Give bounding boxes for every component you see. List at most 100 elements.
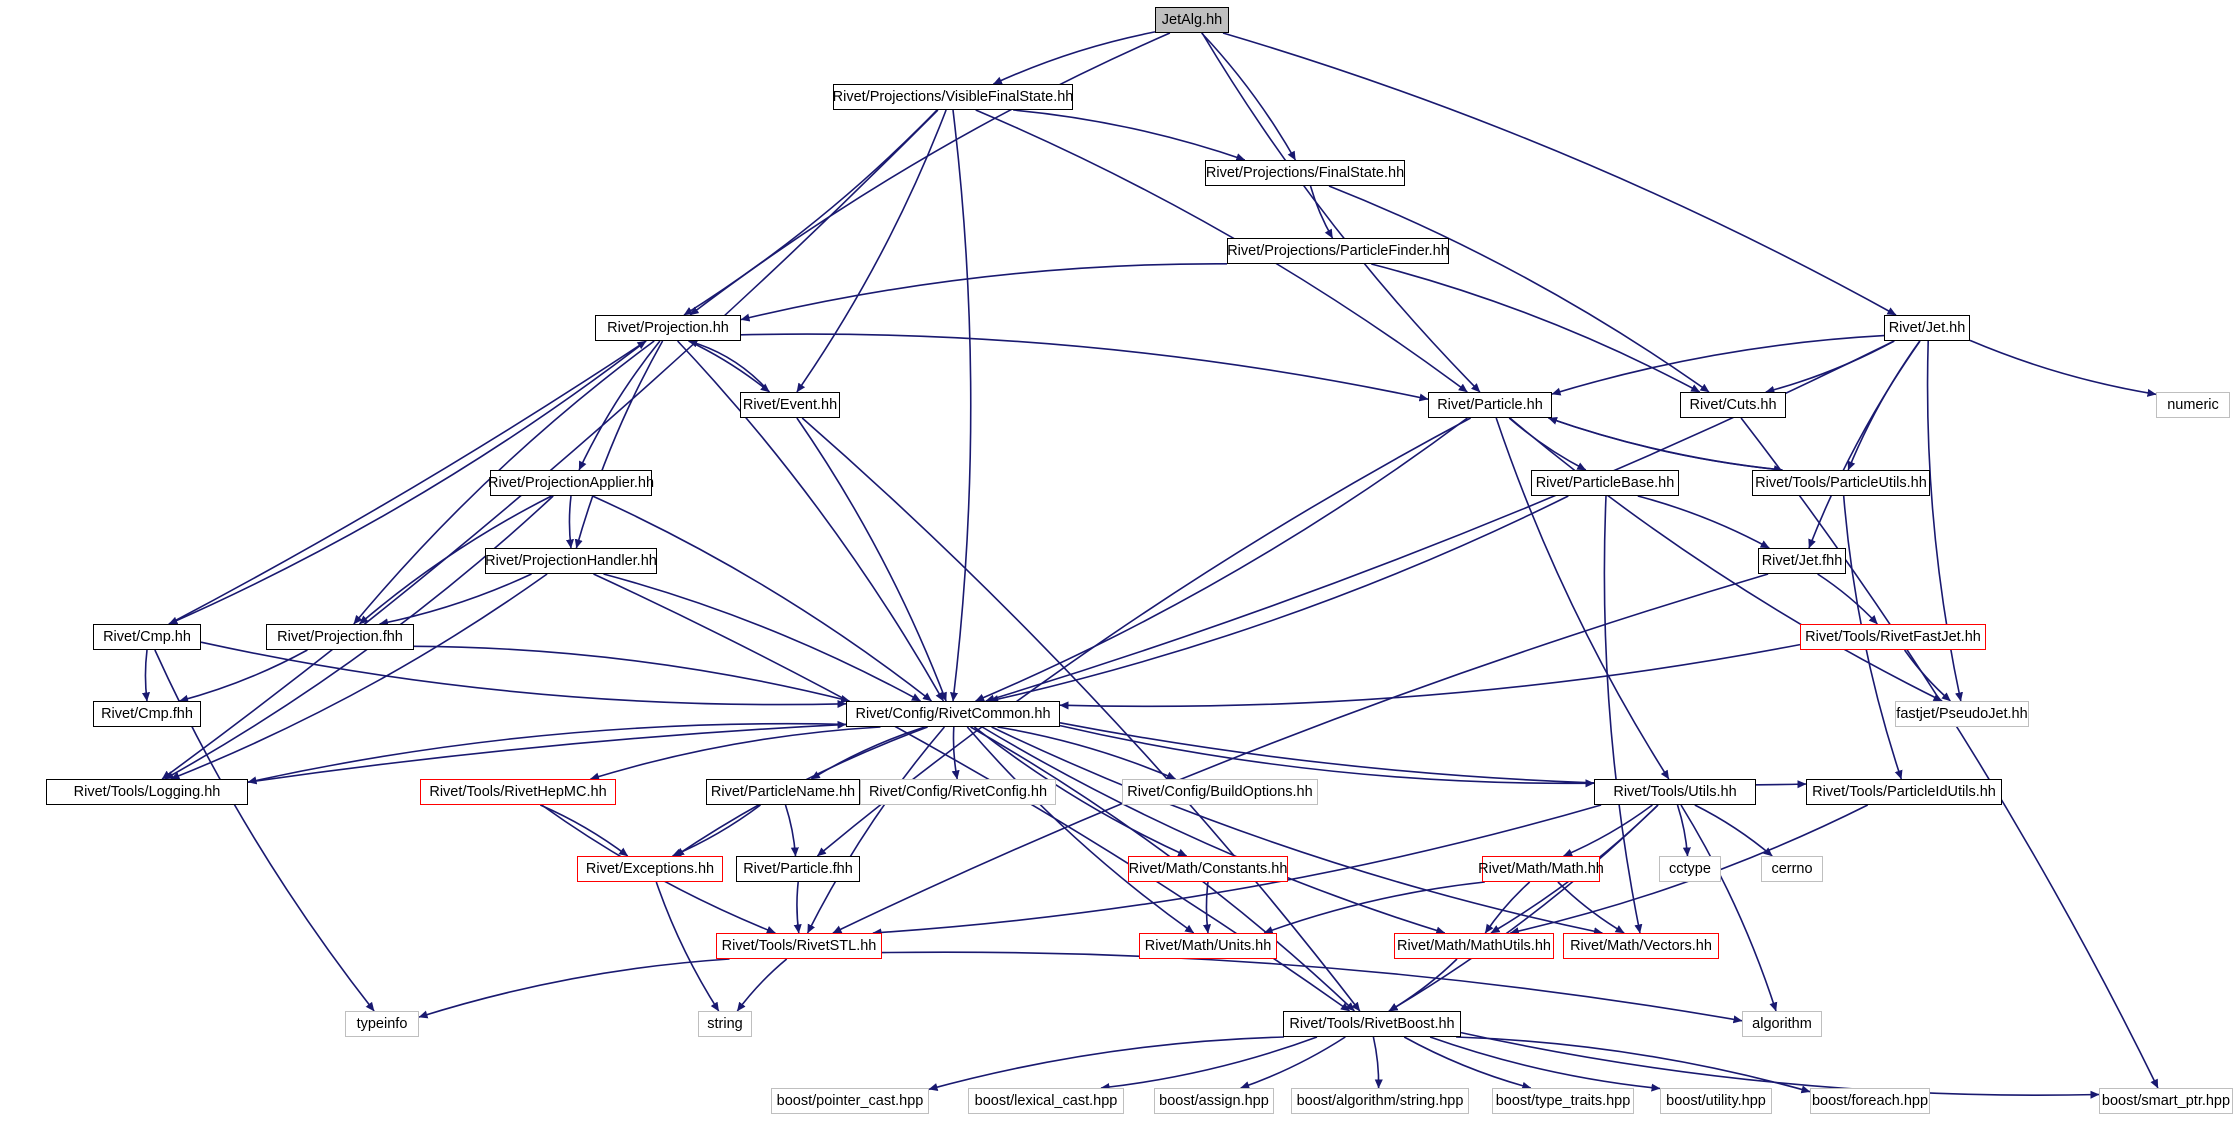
edge-jetalg-to-jet [1222, 32, 1897, 316]
edge-utils-to-cctype [1676, 804, 1691, 857]
edge-jetalg-to-proj [689, 32, 1171, 316]
edge-boost-to-bpc [928, 1036, 1284, 1091]
edge-projapplier-to-projhandler [565, 495, 575, 549]
node-mathutils[interactable]: Rivet/Math/MathUtils.hh [1394, 933, 1554, 959]
node-mathhh[interactable]: Rivet/Math/Math.hh [1478, 856, 1604, 882]
edge-particlebase-to-common [989, 495, 1569, 704]
node-particlebase[interactable]: Rivet/ParticleBase.hh [1531, 470, 1679, 496]
edge-projfhh-to-cmpfhh [179, 649, 308, 703]
node-cerrno: cerrno [1761, 856, 1823, 882]
node-balgstr: boost/algorithm/string.hpp [1291, 1088, 1469, 1114]
edge-jetalg-to-fs [1201, 32, 1297, 161]
edge-proj-to-cmp [168, 340, 647, 625]
edge-pname-to-particlefhh [784, 804, 799, 857]
node-fs[interactable]: Rivet/Projections/FinalState.hh [1205, 160, 1405, 186]
edge-event-to-boost [801, 417, 1361, 1012]
edge-vfs-to-proj [683, 109, 938, 316]
node-bassign: boost/assign.hpp [1154, 1088, 1274, 1114]
edge-fs-to-pf [1309, 185, 1334, 239]
edge-common-to-logging [247, 722, 847, 785]
edge-fastjet-to-common [1059, 643, 1801, 710]
edge-boost-to-bforeach [1456, 1036, 1811, 1094]
node-particlefhh[interactable]: Rivet/Particle.fhh [736, 856, 860, 882]
edge-proj-to-common [677, 340, 945, 702]
node-projhandler[interactable]: Rivet/ProjectionHandler.hh [485, 548, 657, 574]
edge-common-to-stl [806, 726, 946, 934]
edge-pf-to-cuts [1371, 263, 1701, 393]
edge-logging-to-common [247, 720, 847, 783]
edge-common-to-buildopts [997, 726, 1176, 780]
edge-common-to-constants [973, 726, 1188, 857]
edge-constants-to-units [1202, 881, 1211, 934]
edge-jetfhh-to-fastjet [1817, 573, 1878, 625]
edge-common-to-hepmc [590, 726, 881, 781]
edge-vfs-to-logging [161, 109, 939, 780]
node-particleutils[interactable]: Rivet/Tools/ParticleUtils.hh [1752, 470, 1930, 496]
node-hepmc[interactable]: Rivet/Tools/RivetHepMC.hh [420, 779, 616, 805]
edge-vfs-to-event [796, 109, 947, 393]
edge-proj-to-projapplier [578, 340, 661, 471]
edge-jet-to-cuts [1765, 340, 1895, 394]
edge-jet-to-jetfhh [1808, 340, 1921, 549]
edge-stl-to-typeinfo [418, 958, 730, 1019]
edge-jet-to-pseudojet [1926, 340, 1963, 702]
edge-projapplier-to-common [592, 495, 932, 702]
node-algorithm: algorithm [1742, 1011, 1822, 1037]
node-constants[interactable]: Rivet/Math/Constants.hh [1128, 856, 1288, 882]
edge-common-to-rivetconfig [951, 726, 960, 780]
node-numeric: numeric [2156, 392, 2230, 418]
node-common[interactable]: Rivet/Config/RivetCommon.hh [846, 701, 1060, 727]
edge-common-to-mathutils [981, 726, 1446, 935]
edge-jetfhh-to-stl [832, 573, 1769, 934]
node-event[interactable]: Rivet/Event.hh [740, 392, 840, 418]
edge-common-to-utils [1059, 724, 1595, 788]
edge-cmp-to-cmpfhh [141, 649, 150, 702]
edge-boost-to-bsp [1460, 1031, 2100, 1099]
node-cmp[interactable]: Rivet/Cmp.hh [93, 624, 201, 650]
edge-cmp-to-common [200, 641, 847, 709]
edge-particle-to-pseudojet [1509, 417, 1943, 702]
edge-utils-to-cerrno [1694, 804, 1773, 857]
node-vfs[interactable]: Rivet/Projections/VisibleFinalState.hh [833, 84, 1073, 110]
node-pseudojet: fastjet/PseudoJet.hh [1895, 701, 2029, 727]
node-projfhh[interactable]: Rivet/Projection.fhh [266, 624, 414, 650]
edge-jet-to-numeric [1969, 339, 2157, 397]
node-exceptions[interactable]: Rivet/Exceptions.hh [577, 856, 723, 882]
edge-mathhh-to-vectors [1557, 881, 1625, 934]
node-jetfhh[interactable]: Rivet/Jet.fhh [1758, 548, 1846, 574]
edge-mathutils-to-boost [1388, 958, 1458, 1012]
edge-hepmc-to-exceptions [539, 804, 629, 857]
node-boost[interactable]: Rivet/Tools/RivetBoost.hh [1283, 1011, 1461, 1037]
node-logging[interactable]: Rivet/Tools/Logging.hh [46, 779, 248, 805]
edge-jetalg-to-vfs [992, 31, 1156, 85]
edge-vfs-to-common [949, 109, 972, 702]
node-pidutils[interactable]: Rivet/Tools/ParticleIdUtils.hh [1806, 779, 2002, 805]
node-btt: boost/type_traits.hpp [1492, 1088, 1634, 1114]
edge-utils-to-mathhh [1563, 804, 1653, 857]
edge-cmp-to-proj [168, 340, 647, 625]
node-string: string [698, 1011, 752, 1037]
edge-particle-to-utils [1495, 417, 1670, 780]
edge-common-to-vectors [991, 726, 1603, 936]
node-cuts[interactable]: Rivet/Cuts.hh [1680, 392, 1786, 418]
node-cmpfhh[interactable]: Rivet/Cmp.fhh [93, 701, 201, 727]
node-vectors[interactable]: Rivet/Math/Vectors.hh [1563, 933, 1719, 959]
node-projapplier[interactable]: Rivet/ProjectionApplier.hh [488, 470, 654, 496]
node-fastjet[interactable]: Rivet/Tools/RivetFastJet.hh [1800, 624, 1986, 650]
edge-boost-to-bassign [1240, 1036, 1346, 1090]
node-pf[interactable]: Rivet/Projections/ParticleFinder.hh [1227, 238, 1449, 264]
node-jet[interactable]: Rivet/Jet.hh [1884, 315, 1970, 341]
node-particle[interactable]: Rivet/Particle.hh [1428, 392, 1552, 418]
node-units[interactable]: Rivet/Math/Units.hh [1139, 933, 1277, 959]
edge-utils-to-boost [1388, 804, 1659, 1012]
node-stl[interactable]: Rivet/Tools/RivetSTL.hh [716, 933, 882, 959]
node-bforeach: boost/foreach.hpp [1810, 1088, 1930, 1114]
node-utils[interactable]: Rivet/Tools/Utils.hh [1594, 779, 1756, 805]
node-pname[interactable]: Rivet/ParticleName.hh [706, 779, 860, 805]
node-proj[interactable]: Rivet/Projection.hh [595, 315, 741, 341]
edge-stl-to-algorithm [881, 951, 1743, 1024]
edge-particlebase-to-vectors [1603, 495, 1643, 934]
node-rivetconfig: Rivet/Config/RivetConfig.hh [860, 779, 1056, 805]
edge-common-to-units [966, 726, 1195, 934]
